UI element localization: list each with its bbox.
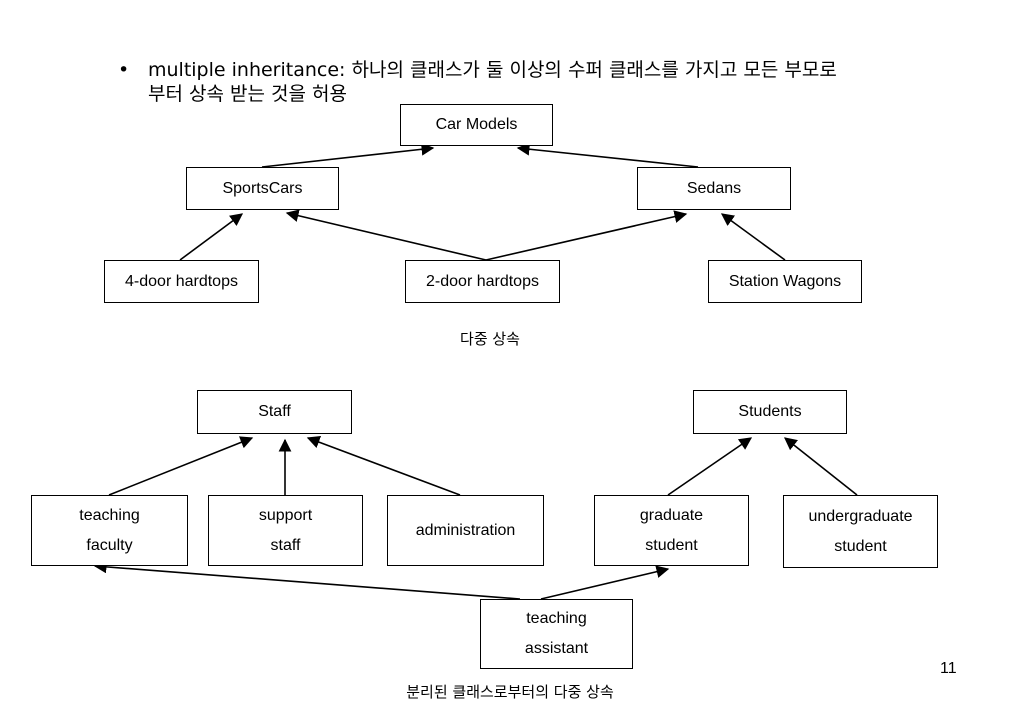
arrow-2door-to-sportscars bbox=[285, 209, 487, 261]
arrow-admin-to-staff bbox=[306, 436, 461, 496]
bullet-text-line2: 부터 상속 받는 것을 허용 bbox=[148, 83, 347, 105]
arrow-ta-to-graduate bbox=[540, 565, 670, 600]
node-support-staff: support staff bbox=[208, 495, 363, 566]
caption-multiple-inheritance: 다중 상속 bbox=[460, 330, 520, 348]
node-teaching-faculty: teaching faculty bbox=[31, 495, 188, 566]
node-4-door-hardtops: 4-door hardtops bbox=[104, 260, 259, 303]
bullet-text-line1: 하나의 클래스가 둘 이상의 수퍼 클래스를 가지고 모든 부모로 bbox=[351, 59, 837, 81]
node-2-door-hardtops: 2-door hardtops bbox=[405, 260, 560, 303]
arrow-4door-to-sportscars bbox=[179, 213, 244, 261]
node-staff: Staff bbox=[197, 390, 352, 434]
node-sedans: Sedans bbox=[637, 167, 791, 210]
node-teaching-assistant: teaching assistant bbox=[480, 599, 633, 669]
arrow-ta-to-faculty bbox=[93, 560, 521, 600]
arrow-undergrad-to-students bbox=[783, 437, 858, 496]
arrow-sportscars-to-car-models bbox=[261, 142, 435, 168]
node-car-models: Car Models bbox=[400, 104, 553, 146]
page-number: 11 bbox=[940, 660, 957, 677]
node-station-wagons: Station Wagons bbox=[708, 260, 862, 303]
arrow-wagons-to-sedans bbox=[720, 213, 786, 261]
node-undergraduate-student: undergraduate student bbox=[783, 495, 938, 568]
arrow-sedans-to-car-models bbox=[516, 142, 699, 168]
node-sportscars: SportsCars bbox=[186, 167, 339, 210]
node-graduate-student: graduate student bbox=[594, 495, 749, 566]
arrow-faculty-to-staff bbox=[108, 436, 254, 496]
arrow-graduate-to-students bbox=[667, 437, 753, 496]
node-students: Students bbox=[693, 390, 847, 434]
arrow-2door-to-sedans bbox=[485, 210, 688, 261]
bullet-term: multiple inheritance: bbox=[148, 59, 346, 81]
bullet-symbol: • bbox=[118, 59, 130, 81]
node-administration: administration bbox=[387, 495, 544, 566]
caption-separate-class-inheritance: 분리된 클래스로부터의 다중 상속 bbox=[406, 683, 614, 701]
